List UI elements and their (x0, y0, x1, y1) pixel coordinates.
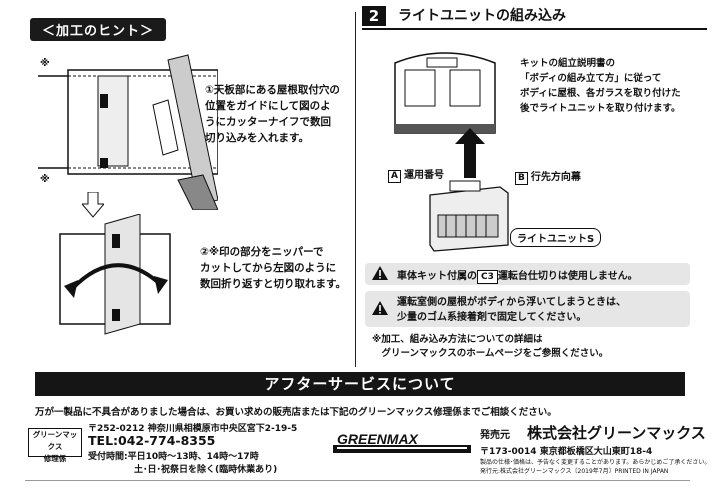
publisher-label: 発売元 (480, 430, 510, 441)
cut-mark-bottom: ※ (40, 174, 50, 185)
repair-tel: TEL:042-774-8355 (88, 433, 216, 448)
light-unit-label: ライトユニットS (510, 228, 602, 247)
step-1-text: ①天板部にある屋根取付穴の 位置をガイドにして図のよ うにカッターナイフで数回 … (205, 84, 340, 144)
repair-dept-label: グリーンマックス 修理係 (28, 428, 82, 463)
light-unit-illustration (429, 180, 509, 252)
train-front-illustration (394, 52, 496, 134)
cut-mark-top: ※ (40, 58, 50, 69)
bottom-rule (25, 480, 690, 481)
svg-text:GREENMAX: GREENMAX (337, 431, 420, 447)
fold-diagram (59, 214, 171, 335)
section-2-instruction: キットの組立説明書の 「ボディの組み立て方」に従って ボディに屋根、各ガラスを取… (520, 58, 681, 114)
repair-hours: 受付時間:平日10時～13時、14時～17時 (88, 452, 259, 462)
repair-address: 〒252-0212 神奈川県相模原市中央区宮下2-19-5 (88, 424, 298, 434)
warning-icon (372, 266, 388, 280)
c3-code: C3 (477, 270, 498, 284)
after-service-title: アフターサービスについて (35, 372, 685, 396)
roof-cut-diagram (38, 54, 218, 210)
warning-icon (372, 301, 388, 315)
section-divider (355, 12, 356, 367)
greenmax-logo: GREENMAX (333, 431, 471, 453)
insert-arrow-icon (455, 128, 485, 178)
after-service-intro: 万が一製品に不具合がありました場合は、お買い求めの販売店または下記のグリーンマッ… (35, 407, 557, 418)
section-2-title: ライトユニットの組み込み (398, 8, 566, 24)
publisher-address: 〒173-0014 東京都板橋区大山東町18-4 (480, 447, 653, 457)
warning-2: 運転室側の屋根がボディから浮いてしまうときは、 少量のゴム系接着剤で固定してくだ… (365, 291, 690, 327)
hint-heading: ＜加工のヒント＞ (30, 18, 167, 41)
section-2-header: 2 ライトユニットの組み込み (362, 6, 707, 30)
step-2-text: ②※印の部分をニッパーで カットしてから左図のように 数回折り返すと切り取れます… (200, 246, 346, 290)
publisher-company: 株式会社グリーンマックス (527, 424, 706, 442)
issue-info: 発行元:株式会社グリーンマックス〔2019年7月〕PRINTED IN JAPA… (480, 468, 669, 475)
section-2-number: 2 (362, 6, 386, 26)
spec-disclaimer: 製品の仕様･価格は、予告なく変更することがあります。あらかじめご了承ください。 (480, 459, 711, 466)
repair-closed-days: 土･日･祝祭日を除く(臨時休業あり) (134, 465, 278, 475)
down-arrow-icon (82, 192, 104, 218)
details-note: ※加工、組み込み方法についての詳細は グリーンマックスのホームページをご参照くだ… (372, 334, 609, 359)
